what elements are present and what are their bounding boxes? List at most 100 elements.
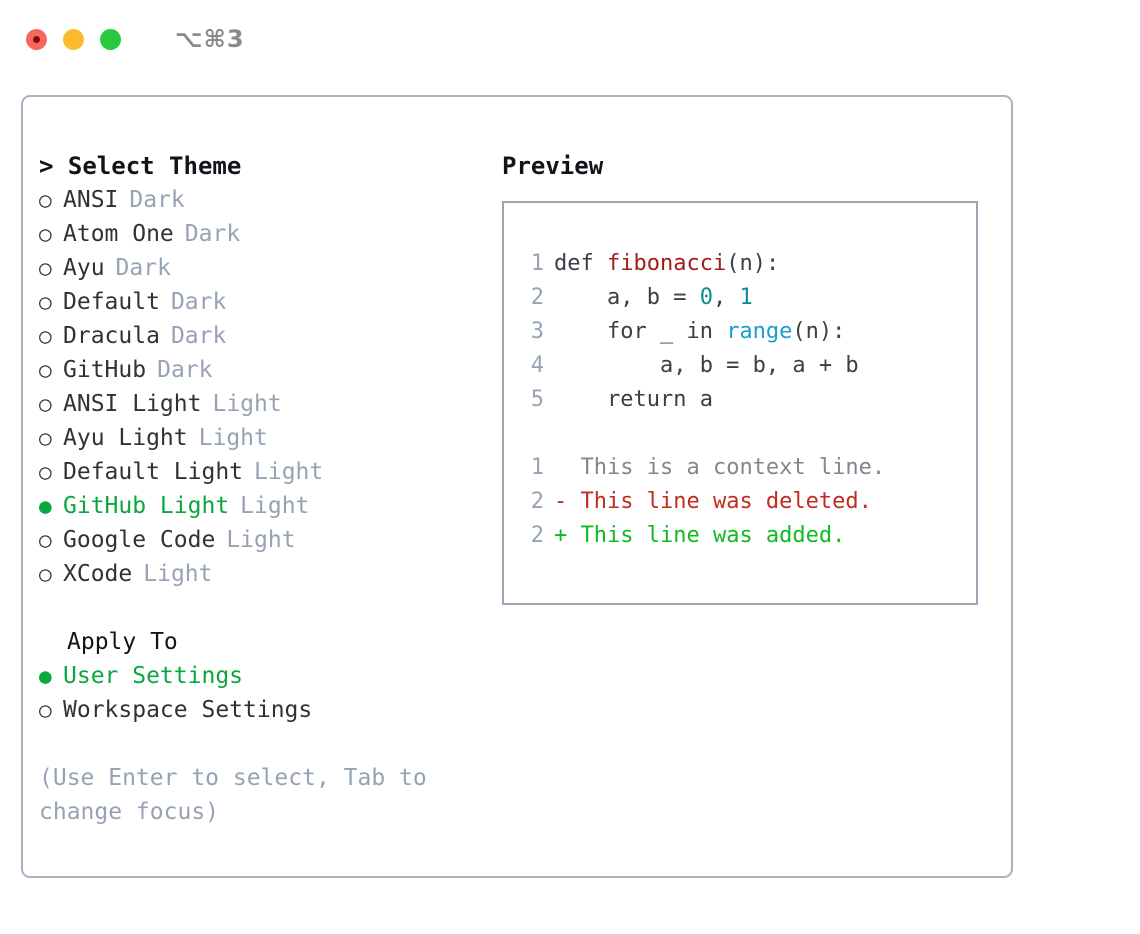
apply-to-option-label: User Settings [63, 663, 244, 689]
code-token: (n): [726, 251, 780, 276]
theme-name: ANSI Light [63, 391, 202, 417]
theme-variant-tag: Light [240, 493, 310, 519]
theme-list-item[interactable]: ○ Default Dark [39, 285, 479, 319]
theme-variant-tag: Dark [170, 289, 227, 315]
apply-to-option[interactable]: ● User Settings [39, 659, 479, 693]
theme-list-item[interactable]: ○ XCode Light [39, 557, 479, 591]
radio-unselected-icon: ○ [39, 324, 52, 348]
theme-variant-tag: Dark [129, 187, 185, 213]
theme-name: Dracula [63, 323, 160, 349]
theme-list-item[interactable]: ○ Google Code Light [39, 523, 479, 557]
code-line: 2 a, b = 0, 1 [522, 281, 970, 315]
theme-variant-tag: Light [226, 527, 296, 553]
radio-unselected-icon: ○ [39, 562, 52, 586]
radio-unselected-icon: ○ [39, 698, 52, 722]
diff-line: 2+ This line was added. [522, 519, 970, 553]
code-token: , [712, 285, 740, 310]
code-line: 3 for _ in range(n): [522, 315, 970, 349]
theme-variant-tag: Dark [184, 221, 241, 247]
preview-heading: Preview [502, 152, 604, 180]
diff-line: 2- This line was deleted. [522, 485, 970, 519]
apply-to-option-label: Workspace Settings [63, 697, 313, 723]
radio-unselected-icon: ○ [39, 222, 52, 246]
window-controls [26, 28, 121, 50]
theme-name: GitHub [63, 357, 147, 383]
theme-variant-tag: Light [198, 425, 268, 451]
radio-unselected-icon: ○ [39, 358, 52, 382]
code-line-number: 4 [530, 353, 544, 378]
radio-unselected-icon: ○ [39, 392, 52, 416]
keyboard-shortcut-label: ⌥⌘3 [175, 25, 245, 53]
radio-unselected-icon: ○ [39, 426, 52, 450]
radio-unselected-icon: ○ [39, 528, 52, 552]
code-token: a, b = [554, 285, 700, 310]
theme-variant-tag: Dark [157, 357, 213, 383]
theme-name: Ayu Light [63, 425, 188, 451]
maximize-button-icon[interactable] [100, 28, 121, 50]
title-bar: ⌥⌘3 [0, 0, 1140, 78]
code-line: 5 return a [522, 383, 970, 417]
diff-line: 1 This is a context line. [522, 451, 970, 485]
diff-line-number: 2 [530, 489, 544, 514]
theme-list-item[interactable]: ○ Ayu Light Light [39, 421, 479, 455]
radio-unselected-icon: ○ [39, 256, 52, 280]
apply-to-section: Apply To ●User Settings○Workspace Settin… [39, 625, 479, 727]
theme-name: Google Code [63, 527, 216, 553]
theme-list-item[interactable]: ○ Dracula Dark [39, 319, 479, 353]
theme-variant-tag: Light [212, 391, 282, 417]
code-line-number: 5 [530, 387, 544, 412]
code-token: a, b = b, a + b [554, 353, 859, 378]
code-token: range [726, 319, 793, 344]
select-theme-heading: > Select Theme [39, 152, 242, 180]
theme-name: Default [63, 289, 160, 315]
radio-selected-icon: ● [39, 664, 52, 688]
code-line: 4 a, b = b, a + b [522, 349, 970, 383]
theme-name: Default Light [63, 459, 244, 485]
theme-name: XCode [63, 561, 133, 587]
code-token: (n): [792, 319, 846, 344]
theme-list-item[interactable]: ○ ANSI Dark [39, 183, 479, 217]
code-line-number: 3 [530, 319, 544, 344]
radio-unselected-icon: ○ [39, 188, 52, 212]
code-diff-separator [522, 417, 970, 451]
theme-variant-tag: Dark [170, 323, 227, 349]
theme-list-item[interactable]: ○ GitHub Dark [39, 353, 479, 387]
code-token: fibonacci [606, 251, 727, 276]
theme-list-item[interactable]: ● GitHub Light Light [39, 489, 479, 523]
theme-list-item[interactable]: ○ ANSI Light Light [39, 387, 479, 421]
radio-unselected-icon: ○ [39, 290, 52, 314]
code-token: 1 [739, 285, 753, 310]
diff-text: This line was added. [580, 523, 846, 548]
close-button-icon[interactable] [26, 28, 47, 50]
code-token: def [554, 251, 607, 276]
diff-text: This is a context line. [580, 455, 886, 480]
diff-sign: - [554, 489, 581, 514]
diff-line-number: 1 [530, 455, 544, 480]
apply-to-options[interactable]: ● User Settings ○ Workspace Settings [39, 659, 479, 727]
minimize-button-icon[interactable] [63, 28, 84, 50]
theme-name: GitHub Light [63, 493, 230, 519]
apply-to-option[interactable]: ○ Workspace Settings [39, 693, 479, 727]
theme-name: ANSI [63, 187, 119, 213]
diff-text: This line was deleted. [580, 489, 872, 514]
theme-variant-tag: Dark [115, 255, 171, 281]
code-token: for _ in [554, 319, 727, 344]
theme-name: Ayu [63, 255, 105, 281]
radio-unselected-icon: ○ [39, 460, 52, 484]
diff-sign: + [554, 523, 581, 548]
theme-list-item[interactable]: ○ Ayu Dark [39, 251, 479, 285]
keyboard-hint-text: (Use Enter to select, Tab to change focu… [39, 765, 427, 825]
theme-variant-tag: Light [143, 561, 213, 587]
radio-selected-icon: ● [39, 494, 52, 518]
code-token: 0 [699, 285, 713, 310]
